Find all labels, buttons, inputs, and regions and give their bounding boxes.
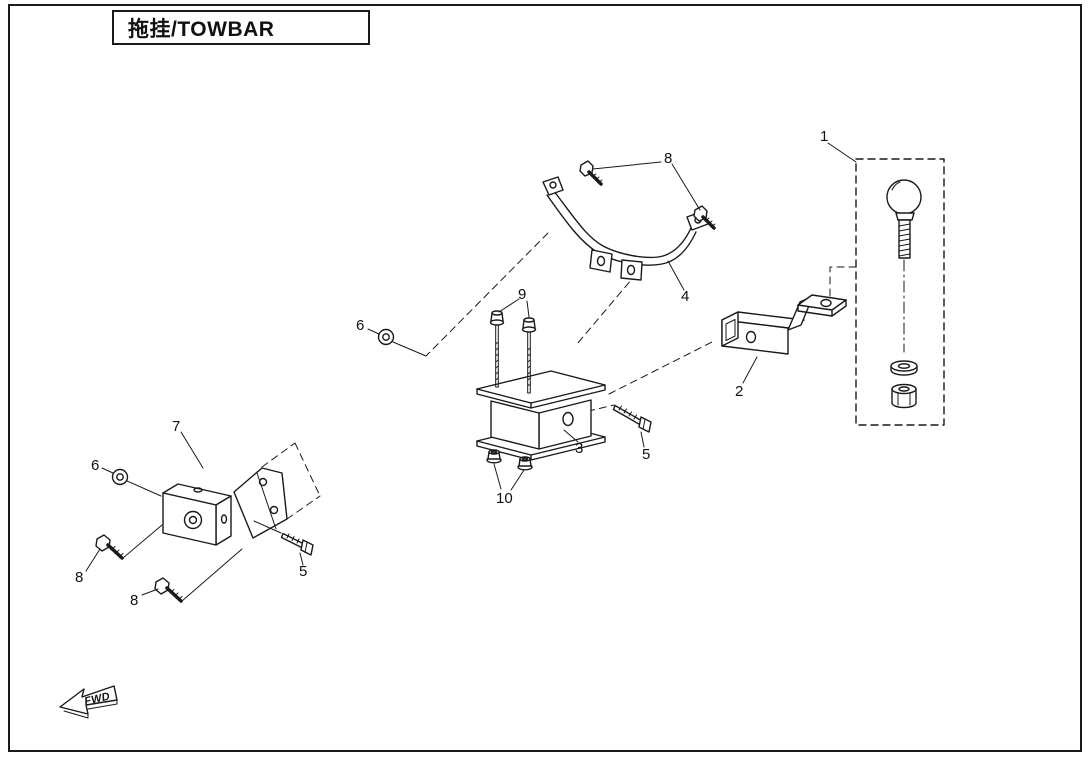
callout-5-center: 5 <box>642 446 650 463</box>
part5-bolt-center <box>612 404 652 433</box>
page-title: 拖挂/TOWBAR <box>128 17 275 41</box>
ball-nut <box>891 383 917 395</box>
callout-5-left: 5 <box>299 563 307 580</box>
callout-leaders <box>85 142 857 596</box>
part2-drawbar <box>721 294 847 355</box>
callout-6-left: 6 <box>91 457 99 474</box>
part10-nuts <box>486 449 533 471</box>
callout-6-center: 6 <box>356 317 364 334</box>
callout-numbers: 1 2 3 4 5 5 6 6 7 8 8 8 9 10 <box>75 128 828 609</box>
fwd-label: FWD <box>83 690 111 708</box>
callout-8-left-b: 8 <box>130 592 138 609</box>
part4-support-bracket <box>542 176 709 281</box>
part3-receiver-bracket <box>476 370 606 461</box>
callout-9: 9 <box>518 286 526 303</box>
part6-washer-center <box>377 328 395 346</box>
title-box: 拖挂/TOWBAR <box>112 10 370 45</box>
fwd-arrow: FWD <box>59 685 118 719</box>
part5-bolt-left <box>280 532 314 556</box>
hitch-ball <box>886 179 922 215</box>
part6-washer-left <box>111 468 129 486</box>
fwd-arrow-shape <box>59 685 118 715</box>
drawing-border <box>8 4 1082 752</box>
ball-washer <box>890 360 918 372</box>
part8-screws-left <box>95 534 183 603</box>
callout-8-left-a: 8 <box>75 569 83 586</box>
callout-8-top: 8 <box>664 150 672 167</box>
part8-screws-top <box>579 160 716 230</box>
callout-7: 7 <box>172 418 180 435</box>
assembly-lines <box>122 341 427 602</box>
callout-1: 1 <box>820 128 828 145</box>
detail-box-outline <box>855 158 945 426</box>
callout-10: 10 <box>496 490 513 507</box>
part9-bolts <box>489 310 537 394</box>
callout-3: 3 <box>575 440 583 457</box>
part7-bracket-assembly <box>162 467 288 546</box>
callout-2: 2 <box>735 383 743 400</box>
part1-hitch-ball-assembly <box>855 158 945 426</box>
callout-4: 4 <box>681 288 689 305</box>
